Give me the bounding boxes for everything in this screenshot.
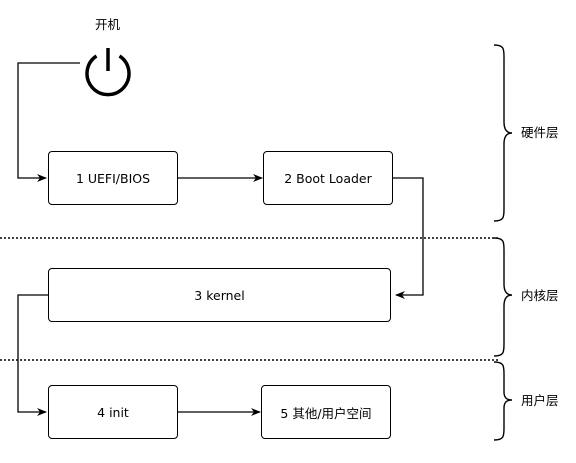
power-label: 开机 bbox=[95, 17, 121, 32]
node-uefi-bios-label: 1 UEFI/BIOS bbox=[75, 170, 151, 186]
layer-label-hardware: 硬件层 bbox=[521, 125, 559, 140]
node-kernel[interactable]: 3 kernel bbox=[48, 268, 391, 322]
arrow-kernel-to-init bbox=[17, 294, 48, 416]
layer-label-user: 用户层 bbox=[521, 393, 559, 408]
layer-label-kernel: 内核层 bbox=[521, 288, 559, 303]
brace-user-layer bbox=[493, 361, 513, 441]
node-init-label: 4 init bbox=[97, 404, 129, 420]
node-user-space-label: 5 其他/用户空间 bbox=[280, 405, 372, 421]
node-boot-loader-label: 2 Boot Loader bbox=[284, 170, 372, 186]
node-uefi-bios[interactable]: 1 UEFI/BIOS bbox=[48, 151, 178, 205]
brace-kernel-layer bbox=[493, 237, 513, 357]
node-boot-loader[interactable]: 2 Boot Loader bbox=[263, 151, 393, 205]
power-icon bbox=[85, 48, 131, 97]
brace-hardware-layer bbox=[493, 44, 513, 222]
node-user-space[interactable]: 5 其他/用户空间 bbox=[261, 385, 391, 439]
arrow-power-to-uefi bbox=[17, 62, 80, 182]
node-init[interactable]: 4 init bbox=[48, 385, 178, 439]
arrow-bootloader-to-kernel bbox=[393, 177, 424, 299]
node-kernel-label: 3 kernel bbox=[194, 287, 245, 303]
